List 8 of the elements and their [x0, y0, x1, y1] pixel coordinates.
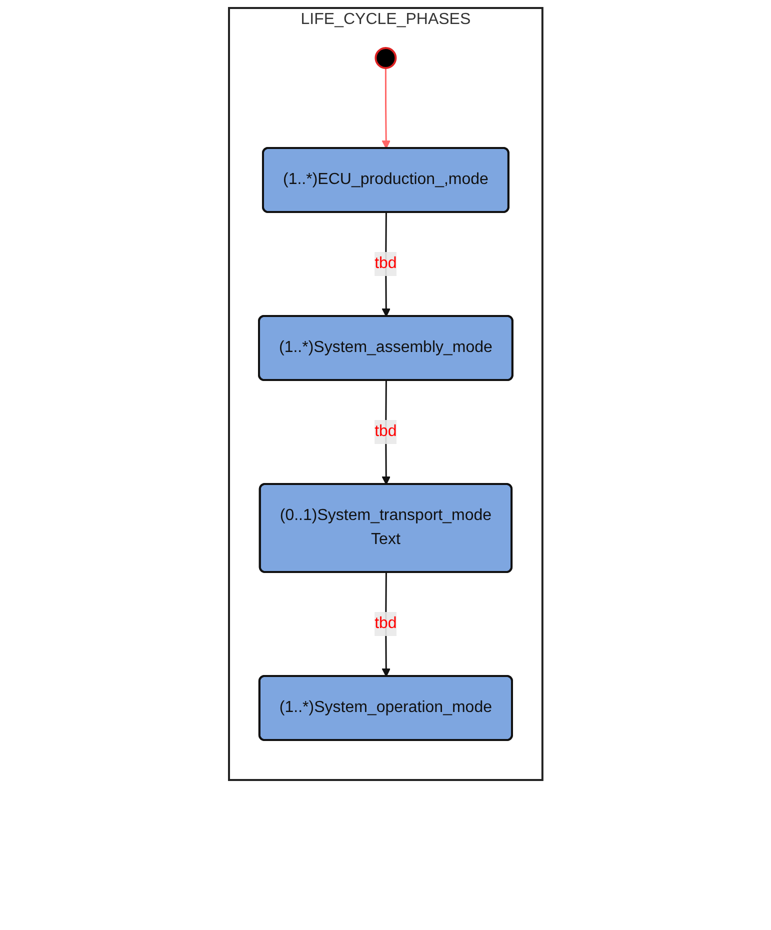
edge-label: tbd	[374, 423, 397, 440]
edge-label: tbd	[374, 255, 397, 272]
arrow	[382, 212, 390, 317]
arrow	[382, 572, 390, 677]
arrow	[382, 68, 390, 149]
edge-label: tbd	[374, 615, 397, 632]
arrow	[382, 380, 390, 485]
node-circle	[374, 47, 396, 69]
